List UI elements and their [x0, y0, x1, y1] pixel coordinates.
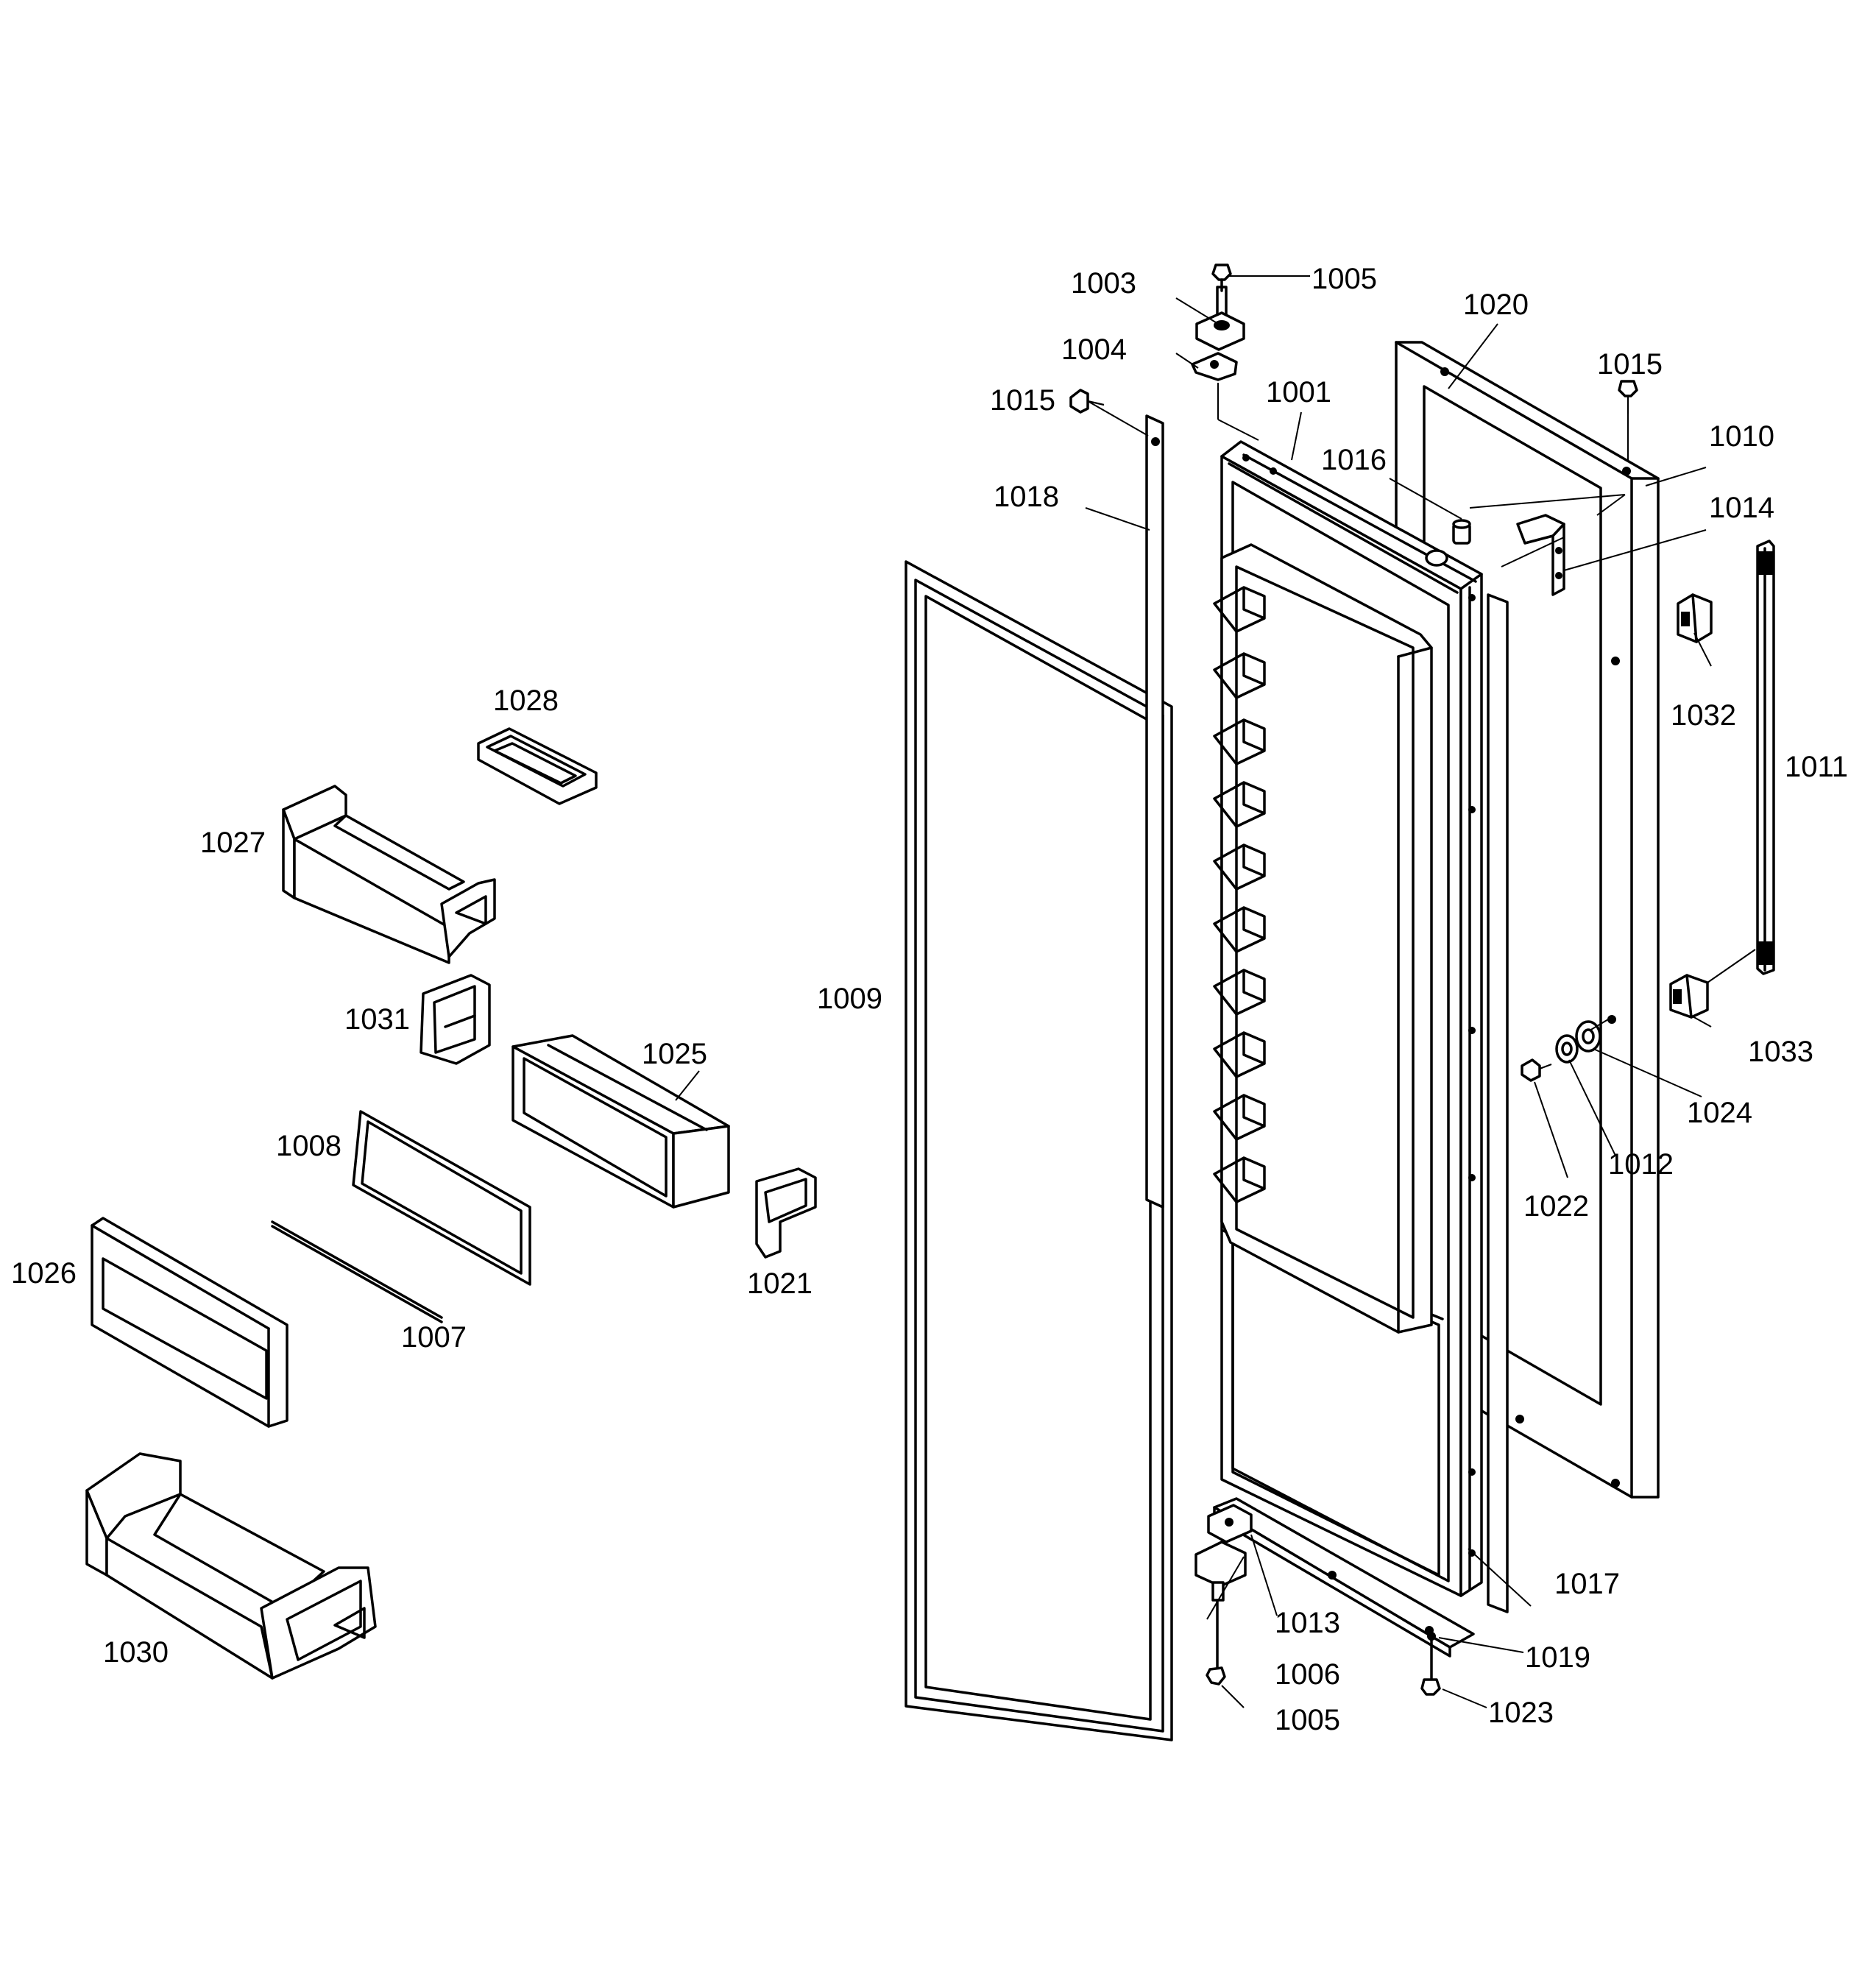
label-1030: 1030: [103, 1636, 169, 1669]
door-gasket: [905, 560, 1173, 1741]
shelf-tabs: [1213, 586, 1266, 1203]
upper-bracket: [1516, 514, 1565, 596]
shelf-rod: [271, 1220, 443, 1323]
side-trim-left: [1145, 414, 1164, 1209]
label-1017: 1017: [1554, 1568, 1620, 1600]
door-inner-liner: [1220, 440, 1483, 1597]
dairy-door: [91, 1217, 289, 1428]
washer-a: [1555, 1034, 1579, 1064]
dairy-compartment: [512, 1034, 730, 1209]
label-1007: 1007: [401, 1321, 467, 1354]
leader-lines: [675, 275, 1756, 1708]
lower-bracket: [1207, 1504, 1253, 1543]
side-trim-right: [1487, 593, 1509, 1613]
door-bin-large: [85, 1452, 377, 1680]
screw-small: [1521, 1058, 1552, 1082]
shelf-frame: [352, 1110, 531, 1286]
label-1015-left: 1015: [990, 384, 1055, 417]
label-1023: 1023: [1488, 1697, 1554, 1729]
upper-hinge: [1195, 286, 1245, 351]
label-1014: 1014: [1709, 492, 1774, 524]
label-1018: 1018: [994, 481, 1059, 513]
label-1032: 1032: [1671, 699, 1736, 732]
label-1028: 1028: [493, 685, 559, 717]
bushing: [1452, 519, 1471, 545]
label-1005-bottom: 1005: [1275, 1704, 1340, 1736]
label-1004: 1004: [1061, 333, 1127, 366]
label-1005-top: 1005: [1312, 263, 1377, 295]
label-1020: 1020: [1463, 289, 1529, 321]
label-1026: 1026: [11, 1257, 77, 1290]
label-1022: 1022: [1523, 1190, 1589, 1223]
label-1011: 1011: [1785, 751, 1848, 783]
label-1003: 1003: [1071, 267, 1136, 300]
hinge-shim: [1191, 352, 1238, 381]
label-1025: 1025: [642, 1038, 707, 1070]
label-1006: 1006: [1275, 1658, 1340, 1691]
label-1010: 1010: [1709, 420, 1774, 453]
hinge-screw-top: [1211, 264, 1232, 292]
label-1019: 1019: [1525, 1641, 1590, 1674]
label-1016: 1016: [1321, 444, 1387, 476]
door-handle: [1756, 540, 1775, 975]
egg-tray: [477, 727, 598, 805]
part-labels: 1003 1005 1020 1004 1015 1001 1015 1010 …: [11, 263, 1848, 1736]
hinge-screw-bottom: [1206, 1599, 1226, 1686]
label-1001: 1001: [1266, 376, 1331, 409]
label-1033: 1033: [1748, 1036, 1813, 1068]
label-1021: 1021: [747, 1267, 813, 1300]
label-1008: 1008: [276, 1130, 341, 1162]
label-1013: 1013: [1275, 1607, 1340, 1639]
bin-support: [755, 1167, 817, 1259]
handle-cap-bottom: [1669, 974, 1709, 1019]
label-1024: 1024: [1687, 1097, 1752, 1129]
screw-right: [1618, 380, 1638, 460]
label-1015-right: 1015: [1597, 348, 1663, 381]
screw-bottom: [1420, 1638, 1441, 1696]
label-1027: 1027: [200, 827, 266, 859]
label-1031: 1031: [344, 1003, 410, 1036]
lower-hinge: [1194, 1541, 1247, 1602]
screw-left: [1069, 389, 1149, 436]
bottom-cap: [1213, 1497, 1475, 1658]
label-1009: 1009: [817, 983, 882, 1015]
handle-cap-top: [1677, 593, 1713, 643]
label-1012: 1012: [1608, 1148, 1674, 1181]
door-bin-small: [282, 785, 496, 964]
bin-end-cap: [420, 974, 491, 1065]
washer-b: [1575, 1020, 1601, 1053]
